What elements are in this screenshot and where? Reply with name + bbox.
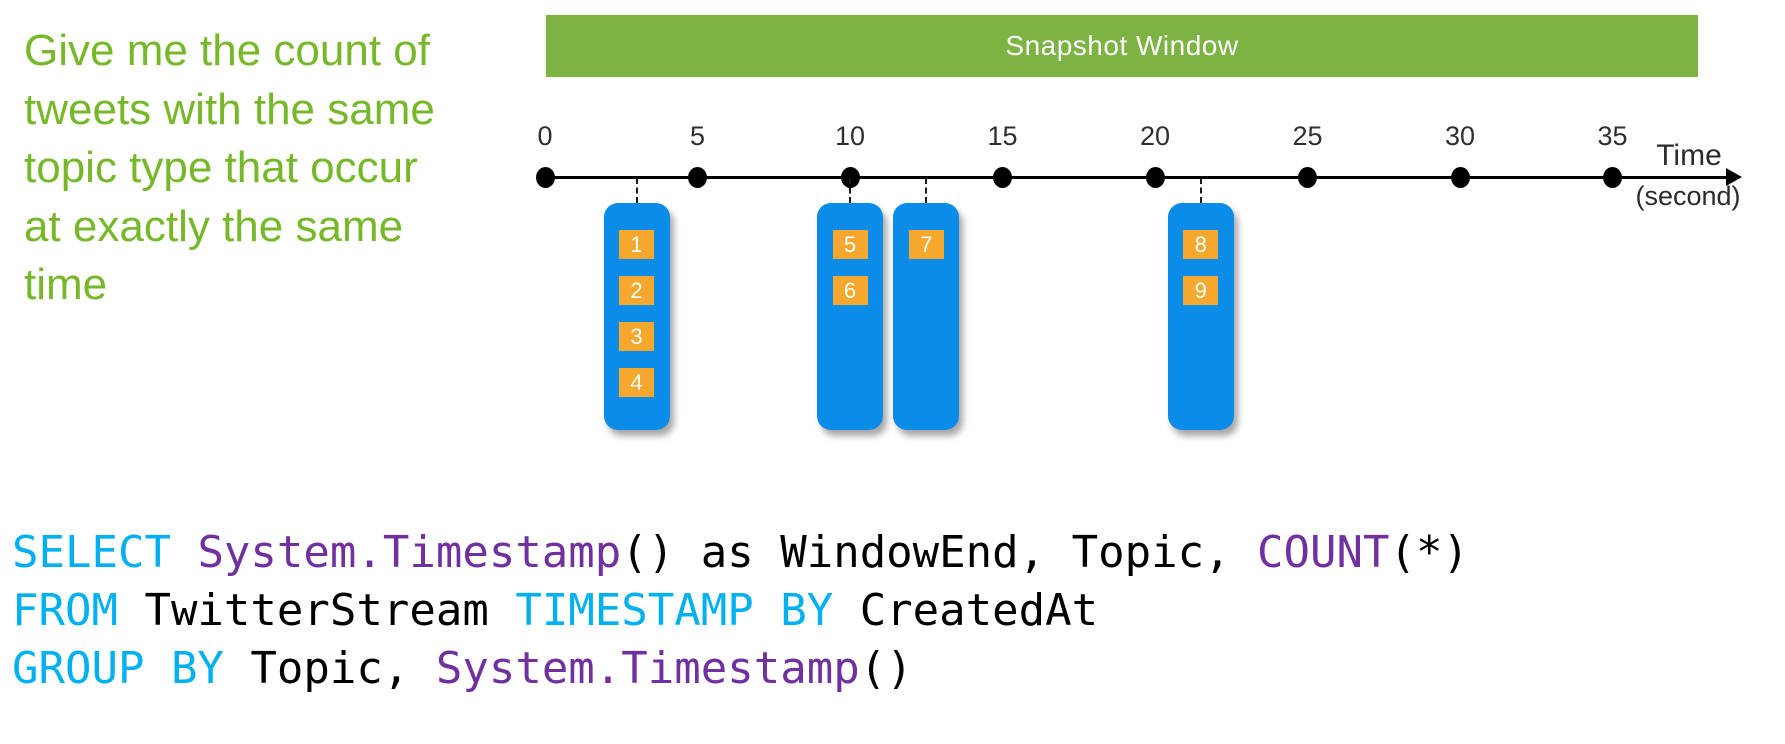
sql-code-line: SELECT System.Timestamp() as WindowEnd, … xyxy=(12,524,1469,582)
timeline-tick-label: 30 xyxy=(1444,121,1476,151)
sql-token-keyword: TIMESTAMP BY xyxy=(515,585,860,636)
question-text-line: Give me the count of xyxy=(24,26,430,75)
timeline-tick-label: 0 xyxy=(537,121,553,151)
timeline-dot xyxy=(1298,167,1317,188)
timeline-axis xyxy=(545,176,1733,179)
question-text-line: tweets with the same xyxy=(24,84,435,134)
question-text-line: time xyxy=(24,260,108,309)
time-axis-label: Time xyxy=(1656,139,1722,172)
event-badge: 2 xyxy=(619,276,654,305)
sql-code-line: FROM TwitterStream TIMESTAMP BY CreatedA… xyxy=(12,582,1469,640)
event-connector-line xyxy=(849,178,851,203)
event-badge: 1 xyxy=(619,230,654,259)
timeline-dot xyxy=(1603,167,1622,188)
sql-token-plain: () as WindowEnd, Topic, xyxy=(621,527,1258,578)
event-connector-line xyxy=(635,178,638,203)
timeline-tick-label: 5 xyxy=(689,121,706,151)
sql-token-keyword: GROUP BY xyxy=(12,643,251,694)
event-badge: 6 xyxy=(832,276,868,305)
timeline-dot xyxy=(1450,167,1470,188)
timeline-dot xyxy=(993,167,1012,188)
timeline-tick-label: 20 xyxy=(1139,121,1171,151)
timeline-arrowhead-icon xyxy=(1726,168,1742,186)
sql-token-plain: CreatedAt xyxy=(859,585,1099,636)
sql-token-function: System.Timestamp xyxy=(197,527,622,578)
question-text-line: at exactly the same xyxy=(24,201,404,251)
banner-label: Snapshot Window xyxy=(1005,30,1239,61)
sql-token-function: COUNT xyxy=(1257,527,1390,578)
event-badge: 5 xyxy=(832,230,868,259)
sql-code-line: GROUP BY Topic, System.Timestamp() xyxy=(12,640,1469,698)
event-connector-line xyxy=(925,178,928,203)
sql-token-function: System.Timestamp xyxy=(435,643,860,694)
sql-query: SELECT System.Timestamp() as WindowEnd, … xyxy=(12,524,1469,698)
sql-token-plain: () xyxy=(859,643,913,694)
event-badge: 7 xyxy=(908,230,944,259)
event-badge: 4 xyxy=(619,368,654,397)
time-axis-unit-label: (second) xyxy=(1635,181,1741,211)
event-badge: 9 xyxy=(1183,276,1219,305)
timeline-dot xyxy=(688,167,707,188)
sql-token-plain: Topic, xyxy=(250,643,436,694)
timeline-dot xyxy=(1145,167,1165,188)
timeline-dot xyxy=(535,167,555,188)
sql-token-plain: TwitterStream xyxy=(144,585,516,636)
timeline-tick-label: 15 xyxy=(987,121,1018,151)
snapshot-window-banner: Snapshot Window xyxy=(546,15,1698,77)
timeline-tick-label: 35 xyxy=(1597,121,1628,151)
timeline-tick-label: 25 xyxy=(1292,121,1323,151)
timeline-dot xyxy=(840,167,860,188)
question-text: Give me the count of tweets with the same… xyxy=(24,22,494,315)
sql-token-plain: (*) xyxy=(1389,527,1469,578)
sql-token-keyword: FROM xyxy=(12,585,145,636)
sql-token-keyword: SELECT xyxy=(12,527,198,578)
event-badge: 3 xyxy=(619,322,654,351)
event-connector-line xyxy=(1199,178,1202,203)
question-text-line: topic type that occur xyxy=(24,143,418,192)
event-group-box: 7 xyxy=(893,203,960,430)
event-badge: 8 xyxy=(1183,230,1219,259)
event-group-box: 1 2 3 4 xyxy=(603,203,670,430)
timeline-tick-label: 10 xyxy=(834,121,866,151)
